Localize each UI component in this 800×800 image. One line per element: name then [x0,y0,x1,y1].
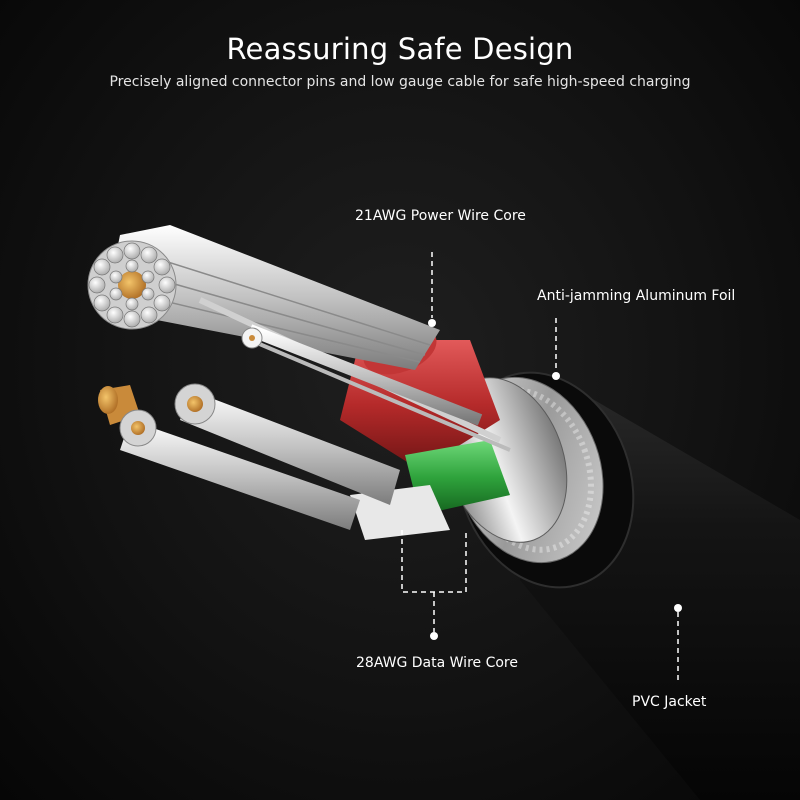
foil-dot [552,372,560,380]
power-core-label: 21AWG Power Wire Core [355,208,526,224]
data-wire-end-2 [119,409,157,447]
small-strand [241,324,483,426]
jacket-dot [674,604,682,612]
power-wire-end [87,240,177,330]
jacket-label: PVC Jacket [632,694,707,710]
foil-label: Anti-jamming Aluminum Foil [537,288,736,304]
data-core-leader [401,530,467,632]
page-title: Reassuring Safe Design [226,32,574,66]
data-core-dot [430,632,438,640]
page-subtitle: Precisely aligned connector pins and low… [109,74,691,90]
data-wire-end-1 [174,383,216,425]
data-core-label: 28AWG Data Wire Core [356,655,518,671]
power-core-dot [428,319,436,327]
copper-strand-end [98,386,118,414]
